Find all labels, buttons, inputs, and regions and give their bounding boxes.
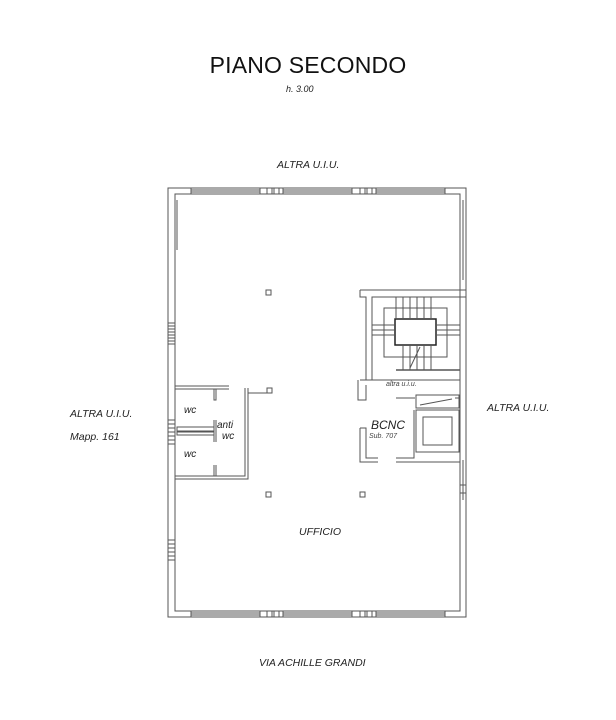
east-windows (459, 200, 467, 500)
room-label-anti: anti (217, 420, 234, 431)
stair-neighbor-label: altra u.i.u. (386, 381, 417, 388)
room-label-anti-wc: wc (222, 431, 235, 442)
stair-core (359, 289, 466, 381)
north-windows (190, 187, 446, 195)
north-neighbor-label: ALTRA U.I.U. (277, 159, 340, 171)
south-windows (190, 610, 446, 618)
structural-columns (265, 289, 366, 498)
wc-block-walls (175, 385, 267, 480)
bcnc-sub-number: Sub. 707 (369, 433, 398, 440)
room-label-bcnc: BCNC (371, 418, 406, 432)
plan-title: PIANO SECONDO (209, 52, 407, 78)
west-neighbor-label: ALTRA U.I.U. (70, 408, 133, 420)
lift-and-bcnc-walls (357, 380, 461, 463)
west-windows (168, 200, 178, 561)
room-label-wc-bottom: wc (184, 449, 197, 460)
room-label-wc-top: wc (184, 405, 197, 416)
room-label-ufficio: UFFICIO (299, 526, 341, 538)
street-label: VIA ACHILLE GRANDI (259, 657, 366, 669)
floor-height-note: h. 3.00 (286, 84, 314, 94)
outer-wall (167, 187, 467, 618)
west-parcel-ref: Mapp. 161 (70, 431, 120, 443)
east-neighbor-label: ALTRA U.I.U. (487, 402, 550, 414)
